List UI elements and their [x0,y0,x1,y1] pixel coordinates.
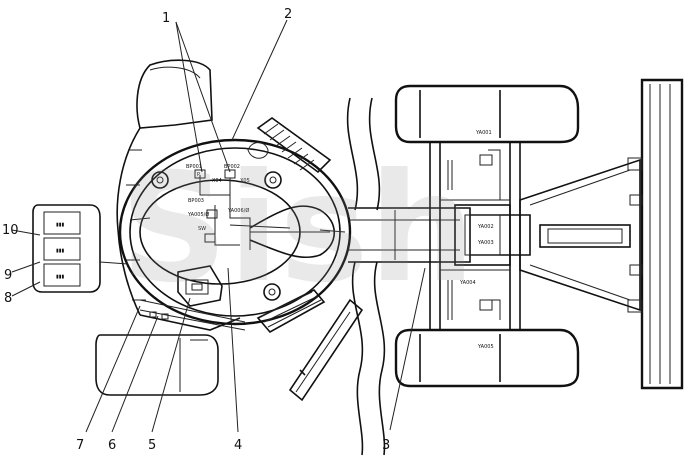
label-x04: X04 [212,178,222,184]
label-bp003: BP003 [188,198,204,204]
label-p: P [197,172,200,178]
callout-5: 5 [148,438,156,453]
dozer-blade [519,78,684,390]
label-x05: X05 [240,178,250,184]
label-yao6: YA006/Ø [227,207,249,214]
switch-panel-inset: ▮▮▮ ▮▮▮ ▮▮▮ [32,204,101,293]
callout-9: 9 [4,268,12,283]
cab-bottom-block [95,334,219,396]
callout-1: 1 [162,11,170,26]
callout-10: 10 [2,223,19,238]
leader-lines [11,19,426,433]
boom-base [229,205,335,259]
svg-text:▮▮▮: ▮▮▮ [56,248,65,254]
svg-text:▮▮▮: ▮▮▮ [56,274,65,280]
watermark: Sish [120,142,476,316]
diagonal-frame [288,298,364,402]
label-bp001: BP001 [186,164,202,170]
callout-7: 7 [76,438,84,453]
cab-edge-wiring [139,299,246,331]
label-ya004: YA004 [459,280,476,286]
break-lines [346,97,386,456]
turntable [118,138,352,326]
label-ya005: YA005 [477,344,494,350]
callout-3: 3 [382,438,390,453]
cab-control-box [177,265,223,307]
svg-text:▮▮▮: ▮▮▮ [56,222,65,228]
label-sw: SW [198,226,206,232]
label-ya001: YA001 [475,130,492,136]
callout-8: 8 [4,291,12,306]
label-ya003: YA003 [477,240,494,246]
callout-numbers: 1 2 3 4 5 6 7 8 9 10 [2,7,390,453]
upper-steps [247,117,332,174]
wiring-harness: BP001 BP002 BP003 YA006/Ø YA005/Ø SW X04… [186,164,330,250]
callout-2: 2 [284,7,292,22]
lower-steps [256,289,326,334]
label-ya002: YA002 [477,224,494,230]
label-bp002: BP002 [224,164,240,170]
callout-6: 6 [108,438,116,453]
label-yao05: YA005/Ø [187,211,209,218]
callout-4: 4 [234,438,242,453]
